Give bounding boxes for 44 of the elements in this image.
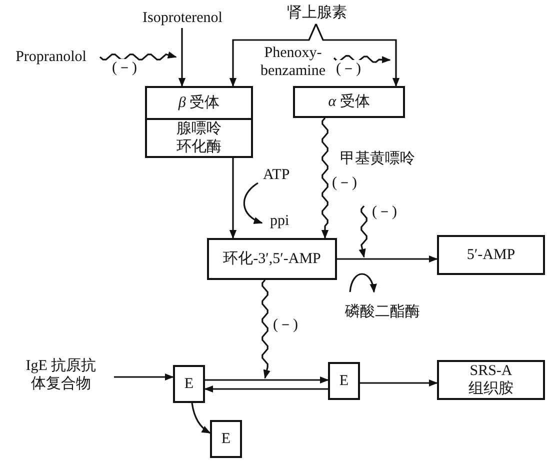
process-box [293, 86, 405, 118]
arrow [191, 402, 211, 434]
arrow [315, 24, 400, 87]
arrow [337, 255, 438, 263]
edge-label: (－) [112, 59, 137, 77]
arrow [178, 28, 186, 87]
edge-label: (－) [336, 60, 361, 78]
box-text: 环化-3′,5′-AMP [223, 250, 321, 268]
process-box [437, 235, 545, 275]
drug-label: Propranolol [16, 48, 86, 66]
arrow [204, 385, 328, 393]
box-text: E [221, 430, 231, 448]
box-text: 5′-AMP [466, 246, 516, 264]
edge-label: (－) [332, 174, 357, 192]
wavy-arrow [333, 55, 391, 64]
process-box [173, 365, 205, 403]
wavy-arrow [321, 117, 329, 239]
process-box [328, 362, 360, 400]
box-text: β 受体 [178, 94, 220, 112]
arrow [229, 158, 237, 239]
hormone-label: 肾上腺素 [287, 4, 347, 22]
arrow [229, 24, 317, 87]
wavy-arrow [99, 51, 177, 60]
process-box [437, 360, 545, 400]
box-text: α 受体 [328, 93, 370, 111]
box-text: E [184, 375, 194, 393]
box-text: E [339, 372, 349, 390]
drug-label: 甲基黄嘌呤 [340, 150, 415, 168]
box-text: SRS-A 组织胺 [468, 362, 514, 398]
arrow [360, 379, 438, 387]
product-label: ppi [270, 212, 290, 230]
arrow [205, 376, 329, 384]
inhibition-label: (－) [372, 203, 397, 221]
process-box [145, 86, 253, 158]
drug-label: Phenoxy- benzamine [260, 44, 326, 80]
complex-label: IgE 抗原抗体复合物 [24, 357, 98, 393]
wavy-arrow [262, 279, 270, 379]
arrow [114, 373, 174, 381]
drug-label: Isoproterenol [142, 9, 222, 27]
process-box [207, 238, 337, 280]
box-text: 腺嘌呤环化酶 [176, 120, 222, 156]
edge-label: (－) [273, 316, 298, 334]
process-box [210, 420, 242, 458]
enzyme-label: 磷酸二酯酶 [345, 303, 420, 321]
